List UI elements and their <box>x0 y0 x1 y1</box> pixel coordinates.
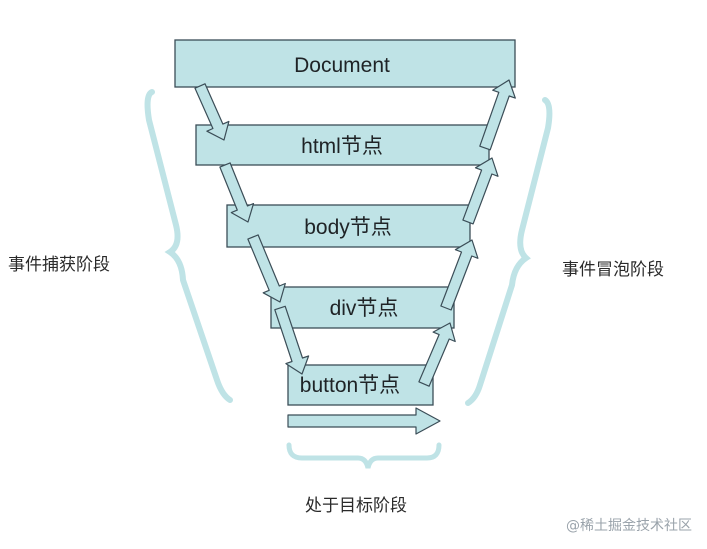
node-boxes <box>174 39 516 406</box>
target-arrow-shape <box>287 407 441 435</box>
body-box <box>226 204 471 248</box>
target-arrow <box>287 407 441 435</box>
document-label: Document <box>294 54 390 77</box>
capture-arrow-div-button <box>274 305 310 375</box>
capture-arrow-document-html <box>194 83 230 141</box>
bubble-arrow-body-html <box>462 157 499 225</box>
capture-arrow-body-div <box>247 234 286 303</box>
capture-arrow-html-body <box>219 162 255 223</box>
target-brace <box>286 442 442 469</box>
node-labels: Document html节点 body节点 div节点 button节点 <box>294 54 400 397</box>
watermark: @稀土掘金技术社区 <box>566 518 692 534</box>
bubble-arrows <box>418 79 516 387</box>
button-label: button节点 <box>300 374 400 397</box>
div-box <box>270 286 455 329</box>
body-label: body节点 <box>304 216 392 239</box>
div-label: div节点 <box>330 297 399 320</box>
bubble-brace <box>465 97 553 406</box>
bubble-arrow-html-document <box>479 79 516 151</box>
capture-brace <box>144 89 233 403</box>
html-label: html节点 <box>301 135 383 158</box>
target-phase-label: 处于目标阶段 <box>305 496 407 516</box>
capture-phase-label: 事件捕获阶段 <box>8 255 110 275</box>
html-box <box>195 124 490 166</box>
bubble-arrow-button-div <box>418 322 456 387</box>
capture-arrows <box>194 83 310 375</box>
bubble-arrow-div-body <box>440 239 479 311</box>
bubble-phase-label: 事件冒泡阶段 <box>562 260 664 280</box>
button-box <box>287 364 434 406</box>
document-box <box>174 39 516 88</box>
